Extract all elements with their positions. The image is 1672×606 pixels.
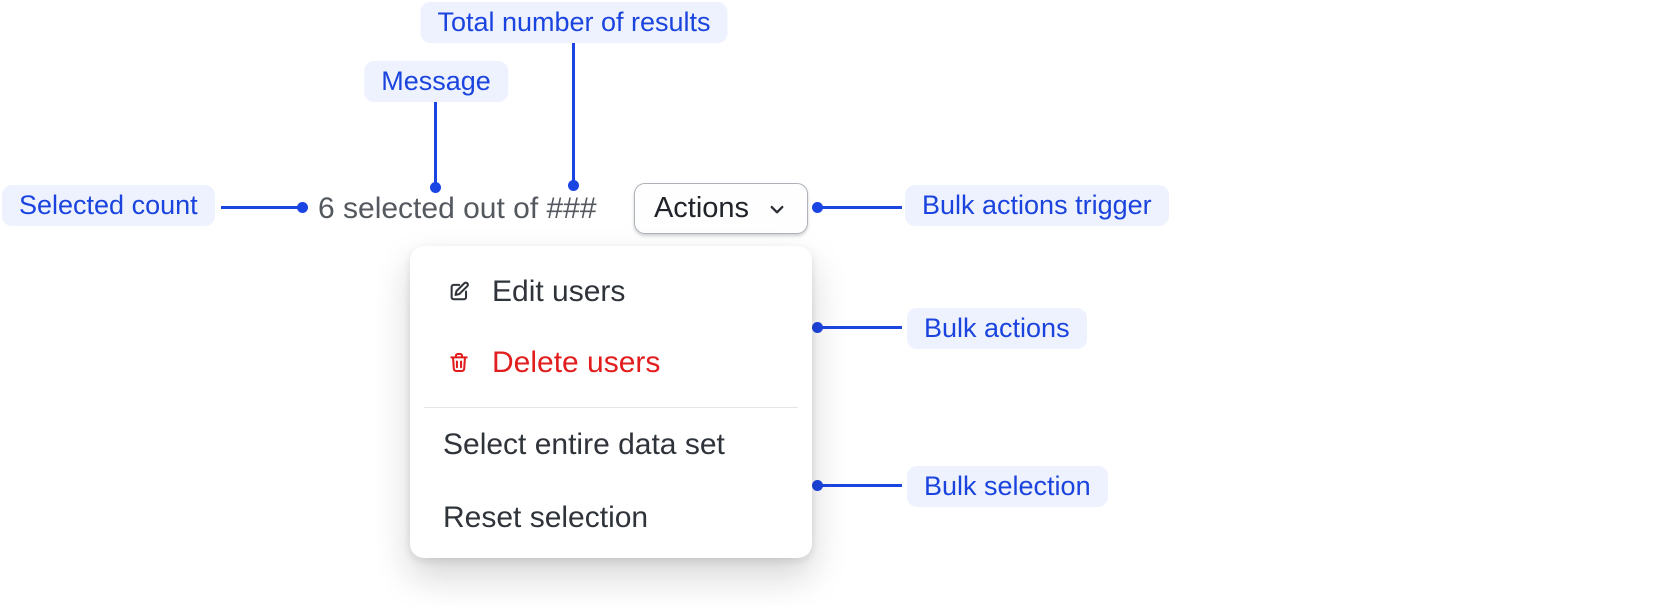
annotation-message: Message xyxy=(364,61,508,102)
connector-line-bulk-actions xyxy=(822,326,902,329)
connector-line-bulk-selection xyxy=(822,484,902,487)
chevron-down-icon xyxy=(766,196,788,221)
edit-icon xyxy=(446,279,472,305)
annotation-total-number-of-results: Total number of results xyxy=(420,2,728,43)
annotation-bulk-actions: Bulk actions xyxy=(907,308,1087,349)
connector-dot-message xyxy=(430,182,441,193)
bulk-actions-menu: Edit users Delete users Select entire da… xyxy=(410,246,812,558)
menu-item-delete-users[interactable]: Delete users xyxy=(410,341,812,385)
annotation-bulk-selection: Bulk selection xyxy=(907,466,1108,507)
bulk-actions-trigger-button[interactable]: Actions xyxy=(634,183,808,234)
menu-item-label: Delete users xyxy=(492,346,661,379)
menu-item-select-entire-data-set[interactable]: Select entire data set xyxy=(410,423,812,467)
connector-line-selected-count xyxy=(221,206,299,209)
menu-divider xyxy=(424,407,798,408)
actions-button-label: Actions xyxy=(653,192,750,224)
annotation-selected-count: Selected count xyxy=(2,185,215,226)
connector-dot-selected-count xyxy=(297,202,308,213)
connector-line-total-results xyxy=(572,43,575,181)
connector-dot-bulk-actions-trigger xyxy=(812,202,823,213)
connector-line-message xyxy=(434,102,437,183)
menu-item-label: Edit users xyxy=(492,275,626,308)
selection-count-message: 6 selected out of ### xyxy=(318,192,597,225)
menu-item-reset-selection[interactable]: Reset selection xyxy=(410,496,812,540)
trash-icon xyxy=(446,350,472,376)
connector-line-bulk-actions-trigger xyxy=(822,206,902,209)
connector-dot-bulk-selection xyxy=(812,480,823,491)
menu-item-label: Reset selection xyxy=(443,501,649,534)
menu-item-label: Select entire data set xyxy=(443,428,725,461)
menu-item-edit-users[interactable]: Edit users xyxy=(410,270,812,314)
annotation-bulk-actions-trigger: Bulk actions trigger xyxy=(905,185,1169,226)
connector-dot-bulk-actions xyxy=(812,322,823,333)
connector-dot-total-results xyxy=(568,180,579,191)
